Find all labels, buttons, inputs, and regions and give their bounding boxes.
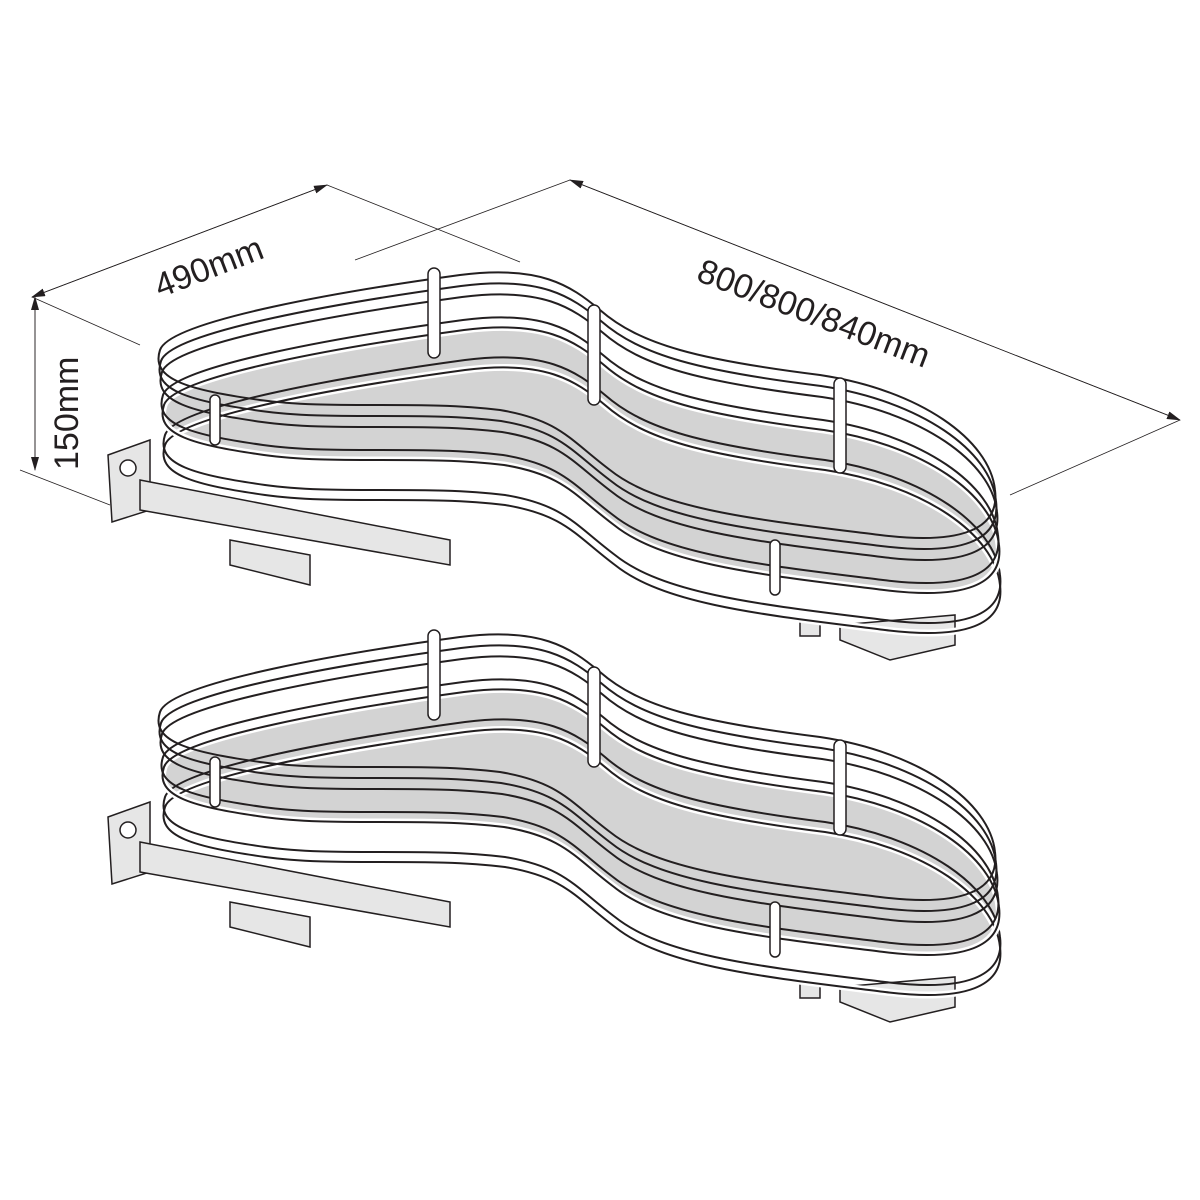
width-dimension-label: 800/800/840mm — [692, 252, 935, 376]
height-dimension-label: 150mm — [48, 357, 86, 470]
dimension-lines — [19, 179, 1181, 506]
depth-dimension-label: 490mm — [149, 229, 268, 305]
lower-basket — [108, 630, 1000, 1022]
